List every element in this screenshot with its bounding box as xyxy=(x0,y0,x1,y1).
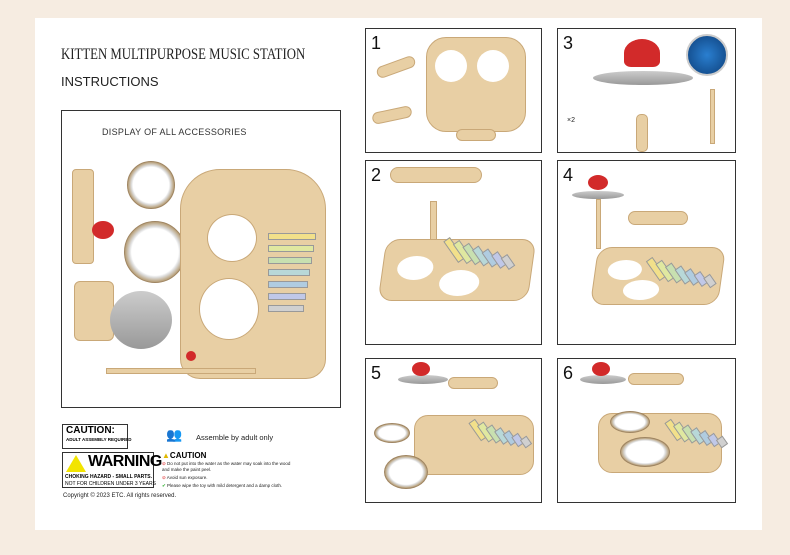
cymbal xyxy=(110,291,172,349)
drum-small xyxy=(127,161,175,209)
xylophone-key xyxy=(268,293,306,300)
page-title: KITTEN MULTIPURPOSE MUSIC STATION xyxy=(61,46,306,63)
warning-triangle-icon xyxy=(66,455,86,472)
accessories-label: DISPLAY OF ALL ACCESSORIES xyxy=(102,127,247,137)
caution-item: ⊘ Do not put into the water as the water… xyxy=(162,461,297,473)
drum-stick-holder xyxy=(628,373,684,385)
caution-text: Avoid sun exposure. xyxy=(166,475,208,480)
warning-line1: CHOKING HAZARD - SMALL PARTS. xyxy=(65,474,153,480)
warning-line2: NOT FOR CHILDREN UNDER 3 YEARS xyxy=(65,481,156,487)
cymbal-knob xyxy=(412,362,430,376)
kitten-base xyxy=(426,37,526,132)
adults-icon: 👥 xyxy=(166,427,183,442)
drum-stick-holder xyxy=(448,377,498,389)
drum-small xyxy=(610,411,650,433)
mallet xyxy=(106,368,256,374)
drum-large xyxy=(620,437,670,467)
caution-sub: ADULT ASSEMBLY REQUIRED xyxy=(66,437,132,442)
post xyxy=(430,201,437,241)
cymbal xyxy=(580,375,626,384)
check-icon: ✔ xyxy=(162,483,168,488)
prohibit-icon: ⊘ xyxy=(162,461,168,466)
step-number: 6 xyxy=(563,363,574,383)
step-5-panel: 5 xyxy=(365,358,542,503)
step-number: 5 xyxy=(371,363,382,383)
step-3-panel: 3 ×2 xyxy=(557,28,736,153)
cymbal-knob xyxy=(92,221,114,239)
assemble-note: Assemble by adult only xyxy=(196,433,274,442)
caution-triangle-icon: ▲ xyxy=(162,451,170,460)
drum-stick-holder xyxy=(628,211,688,225)
detail-closeup xyxy=(686,34,728,76)
caution-text: Please wipe the toy with mild detergent … xyxy=(167,483,283,488)
cymbal xyxy=(572,191,624,199)
step-1-panel: 1 xyxy=(365,28,542,153)
xylophone-key xyxy=(268,281,308,288)
mallet-head xyxy=(186,351,196,361)
cymbal-knob xyxy=(624,39,660,67)
prohibit-icon: ⊘ xyxy=(162,475,167,480)
accessories-panel: DISPLAY OF ALL ACCESSORIES xyxy=(61,110,341,408)
quantity-note: ×2 xyxy=(567,117,575,124)
caution-item: ✔ Please wipe the toy with mild detergen… xyxy=(162,483,282,489)
warning-box: WARNING CHOKING HAZARD - SMALL PARTS. NO… xyxy=(62,452,162,488)
leg xyxy=(456,129,496,141)
post xyxy=(596,199,601,249)
step-6-panel: 6 xyxy=(557,358,736,503)
step-4-panel: 4 xyxy=(557,160,736,345)
xylophone-key xyxy=(268,305,304,312)
step-number: 3 xyxy=(563,33,574,53)
cymbal-knob xyxy=(592,362,610,376)
post xyxy=(710,89,715,144)
page-subtitle: INSTRUCTIONS xyxy=(61,74,159,89)
caution-text: Do not put into the water as the water m… xyxy=(162,461,291,472)
legs xyxy=(74,281,114,341)
drum-large xyxy=(124,221,186,283)
drum-large xyxy=(384,455,428,489)
xylophone-key xyxy=(268,245,314,252)
xylophone-key xyxy=(268,269,310,276)
drum-stick-holder xyxy=(390,167,482,183)
caution-box: CAUTION: ADULT ASSEMBLY REQUIRED xyxy=(62,424,132,449)
copyright: Copyright © 2023 ETC. All rights reserve… xyxy=(63,493,177,499)
step-number: 2 xyxy=(371,165,382,185)
cymbal xyxy=(593,71,693,85)
caution-label: CAUTION: xyxy=(66,425,115,436)
step-number: 4 xyxy=(563,165,574,185)
caution-item: ⊘ Avoid sun exposure. xyxy=(162,475,207,481)
caution2-label: CAUTION xyxy=(169,451,207,460)
cymbal xyxy=(398,375,448,384)
xylophone-key xyxy=(268,257,312,264)
post xyxy=(636,114,648,152)
caution2-heading: ▲CAUTION xyxy=(162,451,206,460)
drum-stick-holder xyxy=(72,169,94,264)
warning-label: WARNING xyxy=(88,453,162,470)
leg xyxy=(371,104,413,126)
step-number: 1 xyxy=(371,33,382,53)
step-2-panel: 2 xyxy=(365,160,542,345)
xylophone-key xyxy=(268,233,316,240)
cymbal-knob xyxy=(588,175,608,190)
drum-small xyxy=(374,423,410,443)
leg xyxy=(375,54,417,80)
